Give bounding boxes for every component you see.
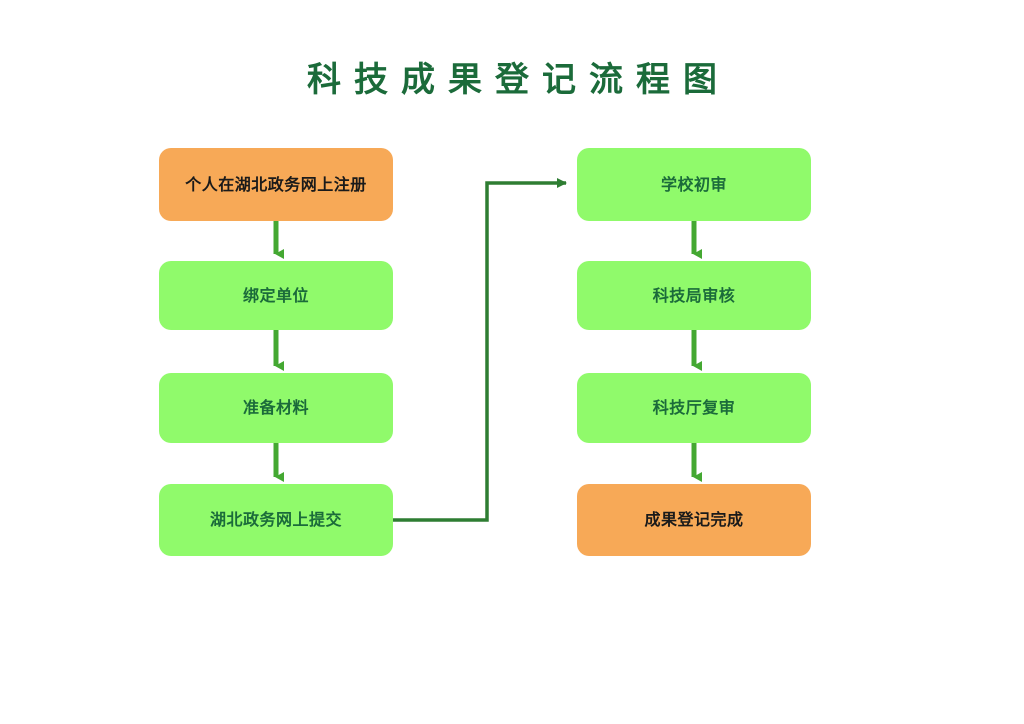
node-prepare-materials[interactable]: 准备材料 — [159, 373, 393, 443]
node-registration-complete[interactable]: 成果登记完成 — [577, 484, 811, 556]
edge-n4-n5 — [393, 178, 567, 522]
node-bureau-review[interactable]: 科技局审核 — [577, 261, 811, 330]
node-register[interactable]: 个人在湖北政务网上注册 — [159, 148, 393, 221]
node-online-submit[interactable]: 湖北政务网上提交 — [159, 484, 393, 556]
node-department-re-review[interactable]: 科技厅复审 — [577, 373, 811, 443]
node-bind-organization[interactable]: 绑定单位 — [159, 261, 393, 330]
page-title: 科技成果登记流程图 — [307, 60, 730, 100]
node-school-first-review[interactable]: 学校初审 — [577, 148, 811, 221]
